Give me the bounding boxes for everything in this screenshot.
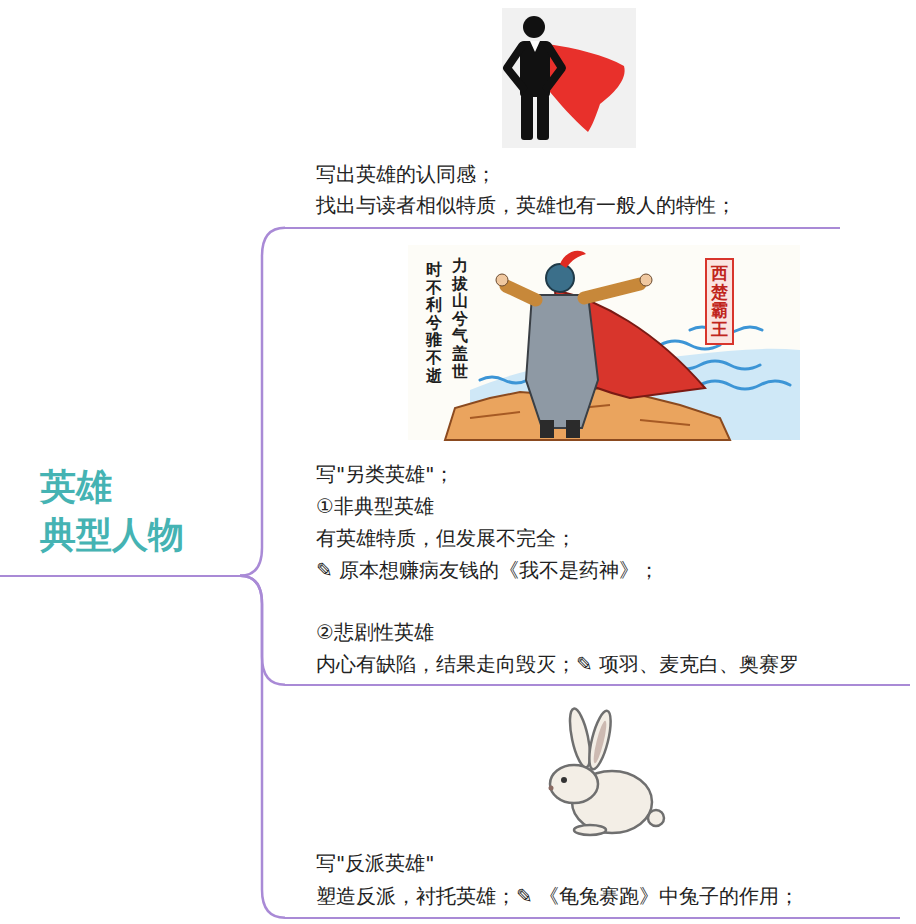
boot (540, 420, 554, 438)
root-title: 英雄 典型人物 (40, 463, 198, 559)
topic-line: 找出与读者相似特质，英雄也有一般人的特性； (316, 190, 840, 221)
rabbit-foot (574, 825, 606, 835)
rabbit-tail (648, 810, 664, 826)
right-leg (537, 94, 549, 140)
right-arm (547, 46, 562, 88)
left-leg (521, 94, 533, 140)
topic-line: ②悲剧性英雄 (316, 616, 910, 648)
hand (496, 274, 508, 286)
branch-topic: 写"反派英雄"塑造反派，衬托英雄；✎ 《龟兔赛跑》中兔子的作用； (285, 847, 900, 919)
branch-topic: 写"另类英雄"；①非典型英雄有英雄特质，但发展不完全；✎ 原本想赚病友钱的《我不… (285, 458, 910, 686)
cape (548, 44, 625, 132)
topic-heading: 写"另类英雄"； (316, 458, 910, 490)
inner-ear (591, 720, 608, 764)
rabbit-icon (549, 707, 665, 835)
head (523, 16, 545, 38)
rabbit-eye (561, 777, 567, 783)
rabbit-head (550, 765, 598, 803)
topic-line: ✎ 原本想赚病友钱的《我不是药神》； (316, 554, 910, 586)
icon-ground (502, 8, 636, 148)
rabbit-nose (549, 786, 554, 791)
branch-connector (240, 228, 285, 576)
xiangyu-painting (408, 245, 800, 440)
topic-heading: 写出英雄的认同感； (316, 159, 840, 190)
seal-text: 西楚霸王 (705, 258, 734, 345)
topic-line: 有英雄特质，但发展不完全； (316, 522, 910, 554)
left-arm (507, 46, 523, 88)
topic-heading: 写"反派英雄" (316, 847, 900, 880)
rabbit-ear (585, 709, 615, 771)
robe (526, 295, 598, 428)
poem-column: 力拔山兮气盖世 (452, 257, 468, 380)
hand (640, 274, 652, 286)
topic-line: 塑造反派，衬托英雄；✎ 《龟兔赛跑》中兔子的作用； (316, 880, 900, 913)
boot (566, 420, 580, 438)
root-topic: 英雄 典型人物 (0, 463, 240, 577)
topic-line: ①非典型英雄 (316, 490, 910, 522)
hero-icon (502, 8, 636, 148)
poem-column: 时不利兮骓不逝 (426, 261, 442, 384)
helmet (546, 264, 574, 292)
branch-connector (240, 576, 285, 918)
painting-ground (408, 245, 800, 440)
branch-topic: 写出英雄的认同感；找出与读者相似特质，英雄也有一般人的特性； (285, 159, 840, 229)
topic-line: 内心有缺陷，结果走向毁灭；✎ 项羽、麦克白、奥赛罗 (316, 648, 910, 680)
arms (506, 284, 640, 300)
plume (560, 251, 586, 268)
collar (530, 41, 540, 52)
